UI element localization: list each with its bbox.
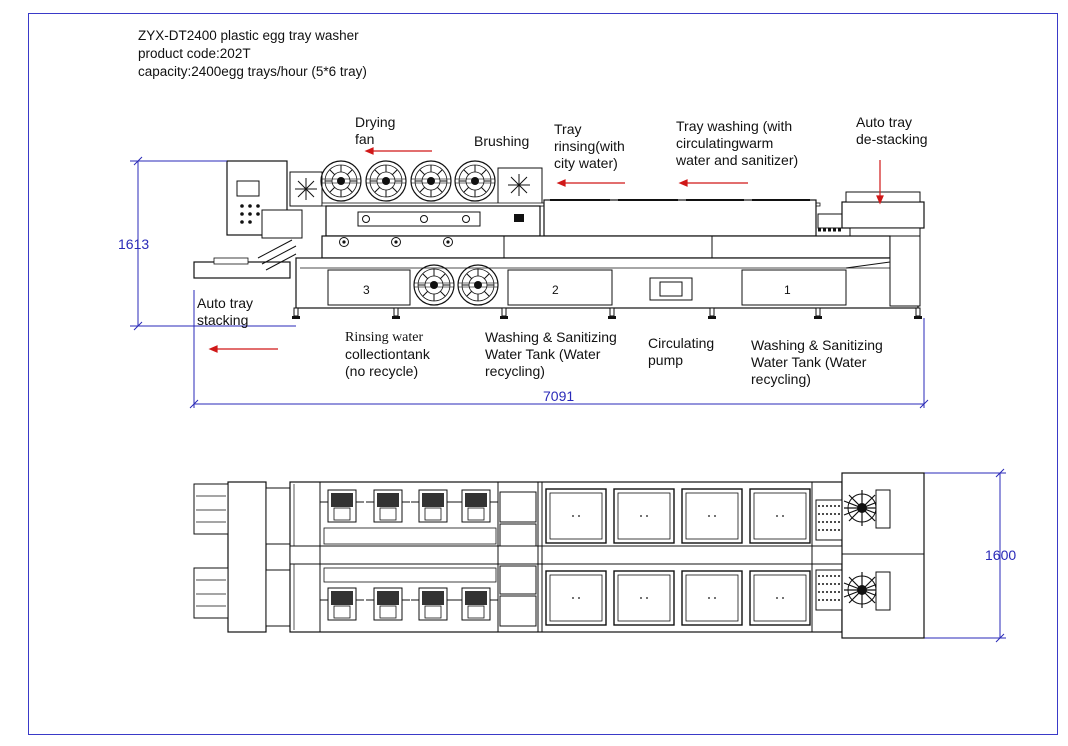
title-line-3: capacity:2400egg trays/hour (5*6 tray) — [138, 64, 367, 79]
dimension-height: 1613 — [118, 236, 150, 252]
title-line-1: ZYX-DT2400 plastic egg tray washer — [138, 28, 359, 43]
label-rinsing-tank-line1: Rinsing water — [345, 330, 424, 345]
label-wash-tank-1: Washing & Sanitizing Water Tank (Water r… — [751, 337, 883, 387]
tank-number-2: 2 — [552, 283, 559, 297]
tank-number-1: 1 — [784, 283, 791, 297]
title-line-2: product code:202T — [138, 46, 251, 61]
label-tray-rinsing: Tray rinsing(with city water) — [554, 121, 625, 171]
label-auto-stacking: Auto tray stacking — [197, 295, 254, 328]
label-wash-tank-2: Washing & Sanitizing Water Tank (Water r… — [485, 329, 617, 379]
label-rinsing-tank-line2: collectiontank (no recycle) — [345, 346, 430, 379]
label-auto-destacking: Auto tray de-stacking — [856, 114, 928, 147]
label-drying-fan: Drying fan — [355, 114, 396, 147]
label-tray-washing: Tray washing (with circulatingwarm water… — [676, 118, 799, 168]
label-circulating-pump: Circulating pump — [648, 335, 715, 368]
tank-number-3: 3 — [363, 283, 370, 297]
drawing-frame — [28, 13, 1058, 735]
label-brushing: Brushing — [474, 133, 530, 149]
dimension-length: 7091 — [543, 388, 575, 404]
dimension-width: 1600 — [985, 547, 1017, 563]
